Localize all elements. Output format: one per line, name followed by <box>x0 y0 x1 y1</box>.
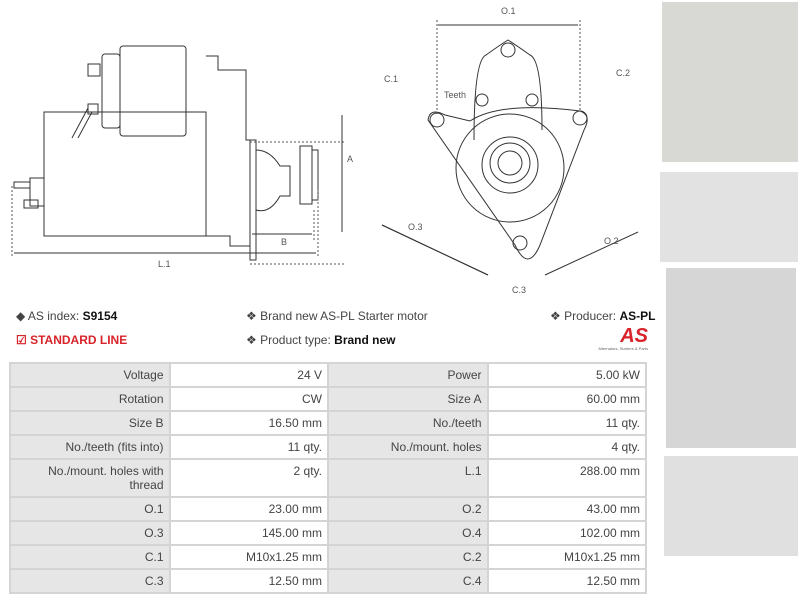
hole-c3 <box>512 235 528 251</box>
label-c1: C.1 <box>384 74 398 84</box>
spec-label: O.1 <box>9 496 171 522</box>
spec-label: C.2 <box>326 544 489 570</box>
spec-label: L.1 <box>326 458 489 498</box>
spec-label: O.3 <box>9 520 171 546</box>
motor-body <box>43 111 207 237</box>
spec-label: No./mount. holes <box>326 434 489 460</box>
info-icon: ❖ <box>246 309 257 323</box>
spec-label: Size B <box>9 410 171 436</box>
spec-value: 4 qty. <box>486 434 648 460</box>
spec-label: Power <box>326 362 489 388</box>
product-photo-angle[interactable] <box>664 456 798 556</box>
info-icon: ❖ <box>246 333 257 347</box>
spec-value: 43.00 mm <box>486 496 648 522</box>
spec-value: M10x1.25 mm <box>168 544 329 570</box>
spec-value: 60.00 mm <box>486 386 648 412</box>
spec-value: 2 qty. <box>168 458 329 498</box>
spec-value: 12.50 mm <box>168 568 329 594</box>
hole-c2 <box>572 110 588 126</box>
info-icon: ❖ <box>550 309 561 323</box>
flange <box>206 55 251 247</box>
spec-label: C.4 <box>326 568 489 594</box>
producer: ❖ Producer: AS-PL <box>550 309 656 323</box>
spec-value: 16.50 mm <box>168 410 329 436</box>
tag-icon: ◆ <box>16 309 26 323</box>
label-b: B <box>281 237 287 247</box>
description: ❖ Brand new AS-PL Starter motor <box>246 309 428 323</box>
spec-label: No./teeth (fits into) <box>9 434 171 460</box>
spec-value: 24 V <box>168 362 329 388</box>
product-photo-side[interactable] <box>660 172 798 262</box>
label-teeth: Teeth <box>444 90 466 100</box>
label-c2: C.2 <box>616 68 630 78</box>
spec-value: M10x1.25 mm <box>486 544 648 570</box>
label-c3: C.3 <box>512 285 526 295</box>
table-row: No./teeth (fits into)11 qty.No./mount. h… <box>9 434 648 460</box>
spec-value: 11 qty. <box>486 410 648 436</box>
spec-value: 102.00 mm <box>486 520 648 546</box>
label-o3: O.3 <box>408 222 423 232</box>
product-photo-front[interactable] <box>662 2 798 162</box>
spec-value: 23.00 mm <box>168 496 329 522</box>
side-view-diagram: A B L.1 <box>11 45 353 269</box>
as-index: ◆ AS index: S9154 <box>16 309 118 323</box>
spec-value: 12.50 mm <box>486 568 648 594</box>
spec-label: O.4 <box>326 520 489 546</box>
spec-label: Rotation <box>9 386 171 412</box>
spec-label: No./mount. holes with thread <box>9 458 171 498</box>
standard-line-badge: ☑ STANDARD LINE <box>16 333 128 347</box>
spec-value: 288.00 mm <box>486 458 648 498</box>
product-photo-cables[interactable] <box>666 268 796 448</box>
spec-label: Size A <box>326 386 489 412</box>
spec-label: O.2 <box>326 496 489 522</box>
top-ear <box>473 39 543 141</box>
spec-value: CW <box>168 386 329 412</box>
spec-value: 11 qty. <box>168 434 329 460</box>
solenoid <box>119 45 187 137</box>
spec-value: 145.00 mm <box>168 520 329 546</box>
checkbox-icon: ☑ <box>16 333 27 347</box>
spec-label: Voltage <box>9 362 171 388</box>
label-l1: L.1 <box>158 259 171 269</box>
spec-value: 5.00 kW <box>486 362 648 388</box>
label-o2: O.2 <box>604 236 619 246</box>
label-o1: O.1 <box>501 6 516 16</box>
spec-label: C.1 <box>9 544 171 570</box>
front-view-diagram: O.1 C.1 C.2 Teeth O.3 O.2 C.3 <box>381 6 639 295</box>
product-type: ❖ Product type: Brand new <box>246 333 396 347</box>
as-pl-logo: AS Alternators, Starters & Parts <box>598 325 648 351</box>
hole-c1 <box>429 112 445 128</box>
spec-label: No./teeth <box>326 410 489 436</box>
label-a: A <box>347 154 353 164</box>
spec-label: C.3 <box>9 568 171 594</box>
